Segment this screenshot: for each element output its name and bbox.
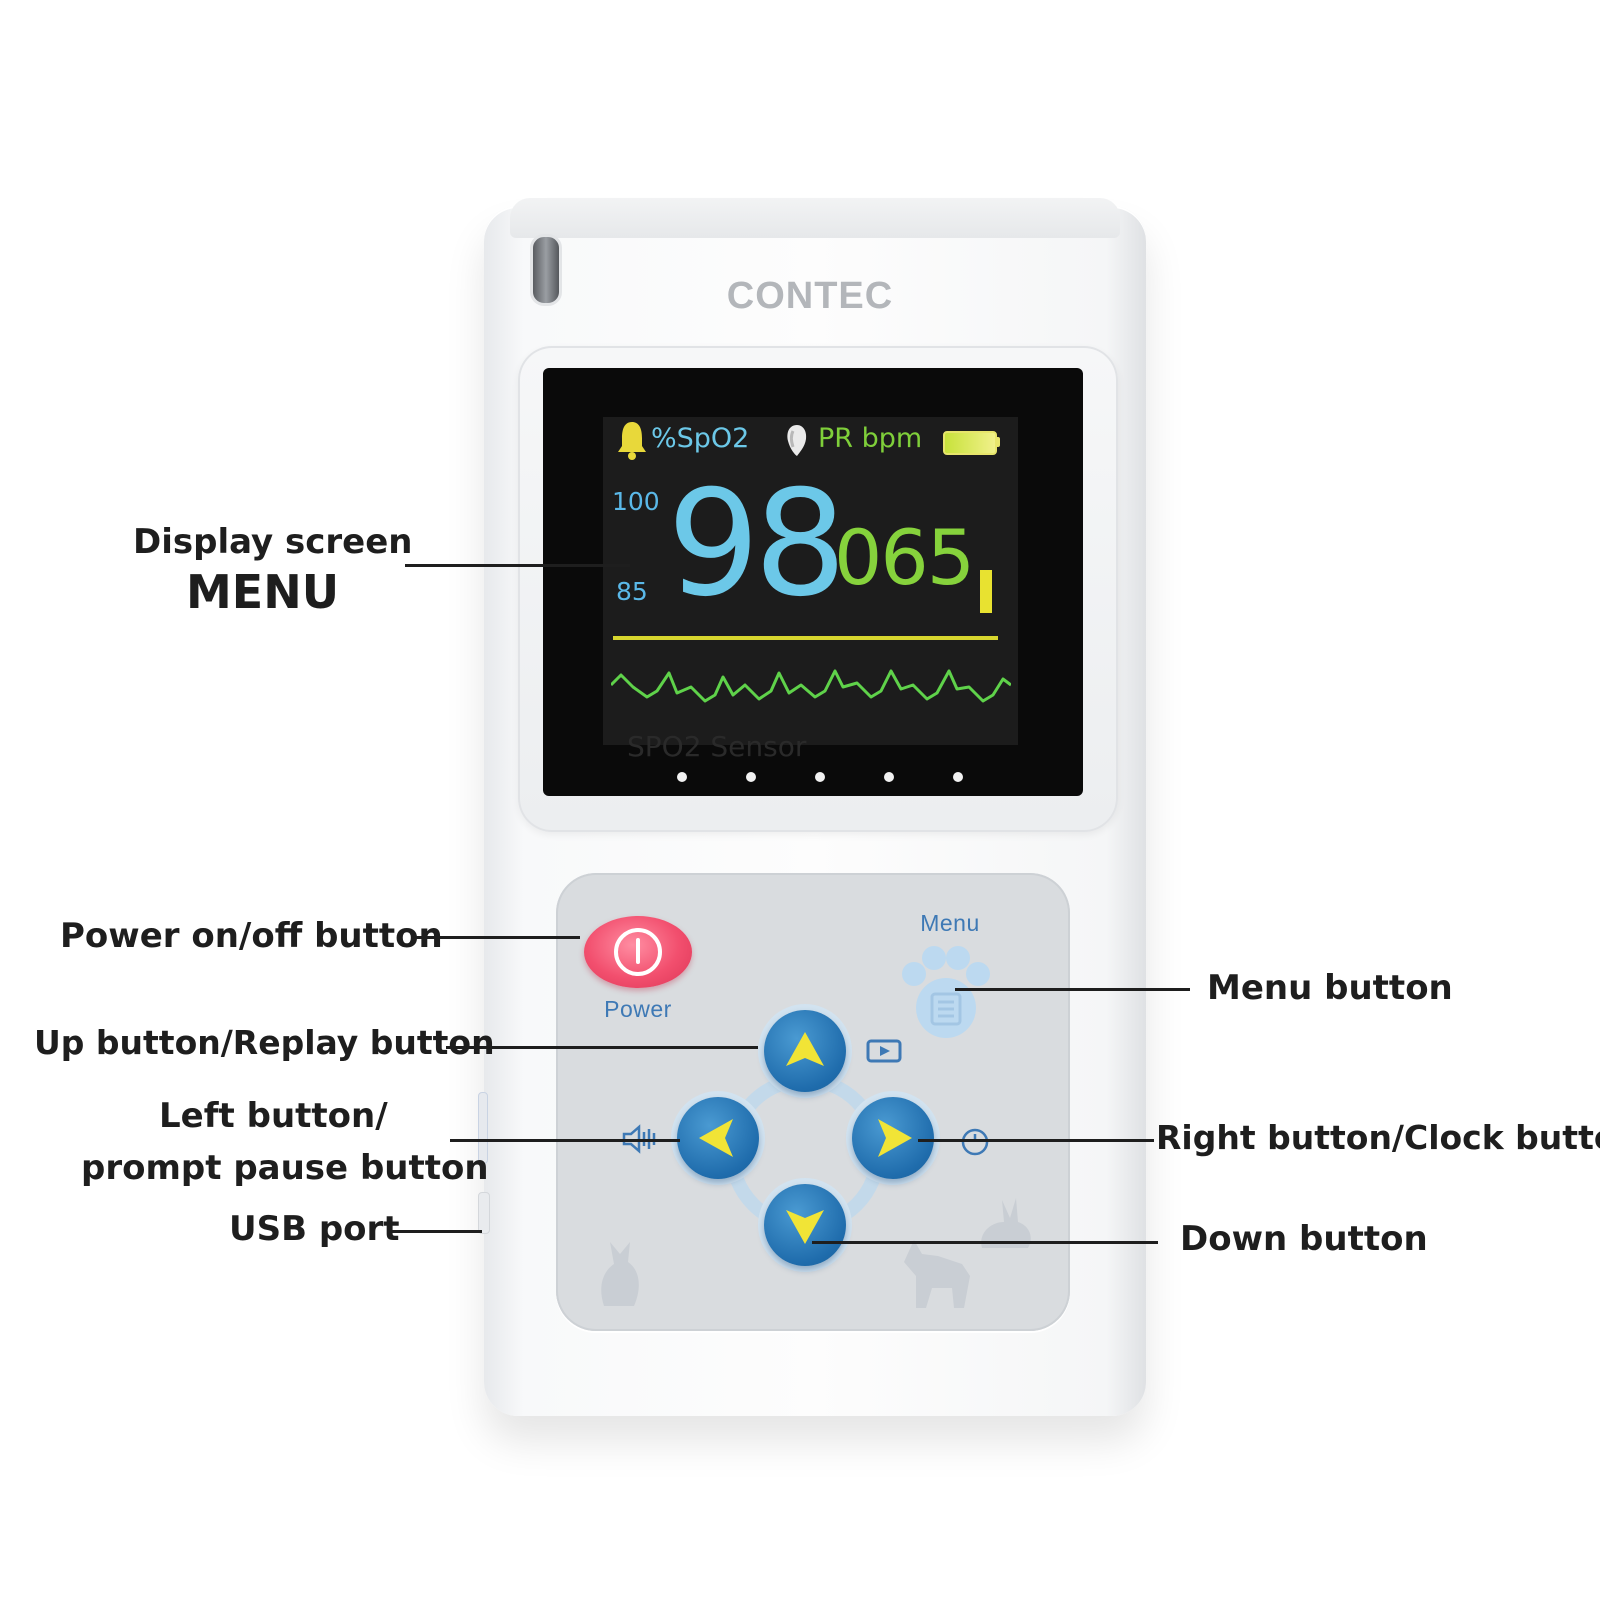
callout-right: Right button/Clock button [1156, 1118, 1600, 1157]
battery-tip [995, 437, 1000, 447]
screen-dot [953, 772, 963, 782]
callout-up: Up button/Replay button [34, 1023, 495, 1062]
callout-usb: USB port [229, 1209, 400, 1249]
pr-label: PR bpm [818, 423, 923, 454]
screen-dot [815, 772, 825, 782]
pulse-rate-value: 065 [834, 513, 975, 602]
menu-button[interactable] [890, 944, 1002, 1044]
spo2-low-limit: 85 [616, 577, 648, 606]
leader-line-down [812, 1241, 1158, 1244]
screen-dot [884, 772, 894, 782]
power-icon [614, 928, 662, 976]
cat-icon [601, 1242, 639, 1306]
leader-line-display [405, 564, 630, 567]
callout-left-line1: Left button/ [159, 1096, 388, 1136]
left-arrow-icon [699, 1119, 733, 1157]
callout-left-line2: prompt pause button [81, 1148, 489, 1188]
light-sensor-window [530, 234, 562, 306]
up-button[interactable] [764, 1010, 846, 1092]
bell-icon [618, 422, 646, 460]
leader-line-usb [392, 1230, 482, 1233]
device-top-edge [510, 198, 1120, 238]
leader-line-right [918, 1139, 1154, 1142]
battery-icon [943, 431, 997, 455]
callout-menu: Menu button [1207, 968, 1453, 1008]
callout-display-menu: MENU [186, 565, 340, 619]
pleth-waveform [611, 669, 1011, 703]
sensor-print-text: SPO2 Sensor [627, 730, 807, 763]
right-arrow-icon [878, 1119, 912, 1157]
down-arrow-icon [786, 1210, 824, 1244]
spo2-label: %SpO2 [651, 423, 750, 454]
callout-down: Down button [1180, 1219, 1428, 1259]
callout-display-screen: Display screen [133, 522, 413, 562]
brand-logo: CONTEC [726, 275, 894, 317]
right-button[interactable] [852, 1097, 934, 1179]
leader-line-up [446, 1046, 758, 1049]
up-arrow-icon [786, 1032, 824, 1066]
spo2-value: 98 [667, 459, 847, 629]
leader-line-menu [955, 988, 1190, 991]
spo2-high-limit: 100 [612, 487, 660, 516]
dog-icon [904, 1240, 970, 1308]
rabbit-icon [981, 1198, 1031, 1248]
screen-dot [677, 772, 687, 782]
down-button[interactable] [764, 1184, 846, 1266]
side-button[interactable] [478, 1092, 488, 1164]
paw-menu-icon [902, 946, 990, 1038]
clock-icon [961, 1128, 989, 1156]
pulse-strength-bar [980, 570, 992, 613]
power-label: Power [604, 996, 672, 1022]
leader-line-left [450, 1139, 680, 1142]
power-button[interactable] [584, 916, 692, 988]
leader-line-power [415, 936, 580, 939]
replay-icon [866, 1039, 902, 1063]
lcd-panel: %SpO2 PR bpm 100 85 98 065 [603, 417, 1018, 745]
heart-icon [787, 425, 807, 456]
menu-label: Menu [920, 910, 980, 936]
usb-port[interactable] [478, 1192, 490, 1234]
callout-power: Power on/off button [60, 916, 443, 956]
left-button[interactable] [677, 1097, 759, 1179]
screen-divider [613, 636, 998, 640]
screen-dot [746, 772, 756, 782]
